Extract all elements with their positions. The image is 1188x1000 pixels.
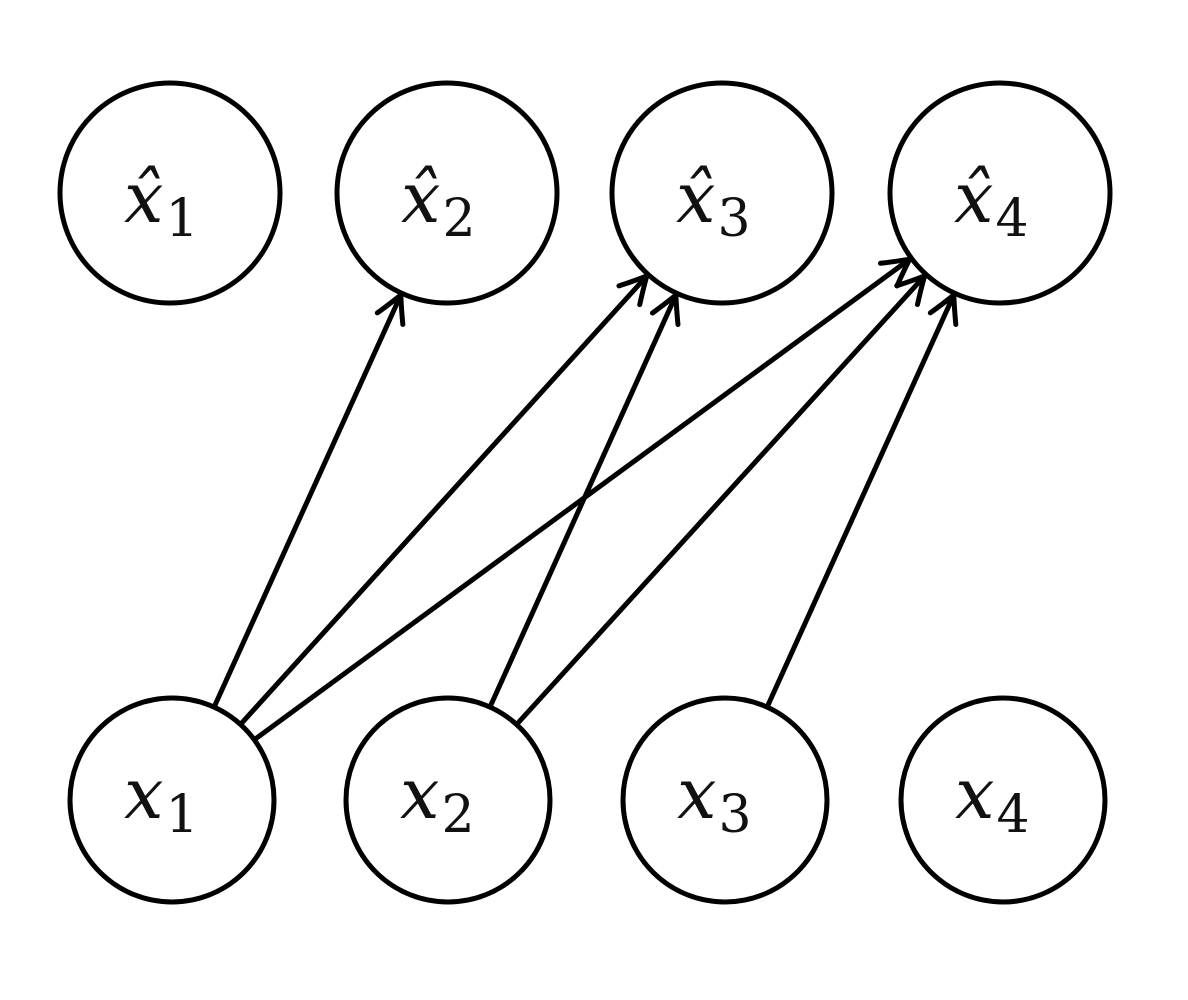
node-x3: x3: [620, 695, 830, 905]
svg-text:x3: x3: [677, 753, 752, 845]
node-x1: x1: [67, 695, 277, 905]
svg-text:x̂3: x̂3: [676, 157, 751, 249]
edge-x1-to-xhat2: [211, 292, 406, 710]
node-var: x̂: [401, 157, 440, 239]
node-var: x: [955, 753, 994, 835]
node-sub: 1: [165, 785, 198, 845]
node-x2: x2: [343, 695, 553, 905]
edge-x1-to-xhat3: [238, 273, 650, 727]
edges: [211, 256, 959, 743]
node-sub: 4: [996, 785, 1029, 845]
node-xhat4: x̂4: [887, 80, 1113, 306]
svg-text:x̂2: x̂2: [401, 157, 476, 249]
svg-text:x4: x4: [955, 753, 1030, 845]
svg-text:x̂4: x̂4: [954, 157, 1029, 249]
edge-x2-to-xhat3: [487, 292, 681, 710]
node-var: x: [400, 753, 439, 835]
node-xhat1: x̂1: [57, 80, 283, 306]
node-var: x: [677, 753, 716, 835]
edge-x3-to-xhat4: [764, 292, 959, 710]
node-xhat2: x̂2: [334, 80, 560, 306]
node-xhat3: x̂3: [609, 80, 835, 306]
node-sub: 2: [441, 785, 474, 845]
node-x4: x4: [898, 695, 1108, 905]
node-var: x̂: [954, 157, 993, 239]
node-sub: 3: [718, 785, 751, 845]
svg-text:x̂1: x̂1: [124, 157, 199, 249]
edge-x2-to-xhat4: [514, 273, 928, 727]
node-var: x̂: [124, 157, 163, 239]
svg-text:x2: x2: [400, 753, 475, 845]
node-var: x: [124, 753, 163, 835]
node-sub: 3: [717, 189, 750, 249]
node-sub: 4: [995, 189, 1028, 249]
node-var: x̂: [676, 157, 715, 239]
node-sub: 1: [165, 189, 198, 249]
node-sub: 2: [442, 189, 475, 249]
svg-text:x1: x1: [124, 753, 199, 845]
